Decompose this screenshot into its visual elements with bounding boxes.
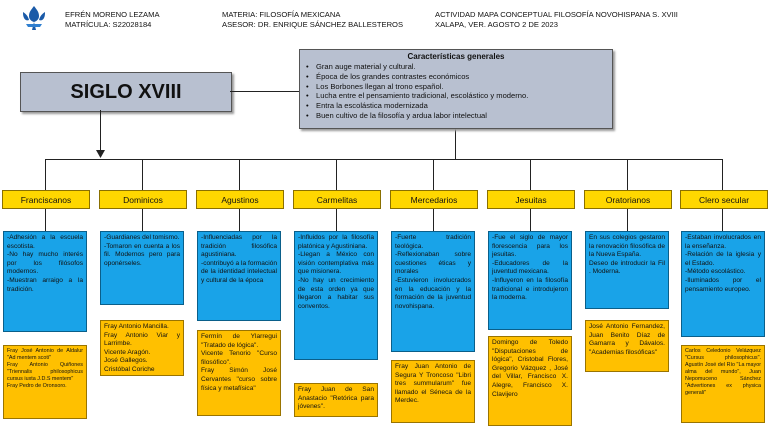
category-connector-line xyxy=(45,159,46,190)
category-to-description-line xyxy=(433,207,434,231)
header-student-name: EFRÉN MORENO LEZAMA xyxy=(65,10,160,19)
category-to-description-line xyxy=(336,207,337,231)
category-to-description-line xyxy=(530,207,531,231)
header-student-id: MATRÍCULA: S22028184 xyxy=(65,20,152,29)
characteristic-item: Entra la escolástica modernizada xyxy=(306,101,528,111)
characteristic-item: Lucha entre el pensamiento tradicional, … xyxy=(306,91,528,101)
title-to-chars-line xyxy=(230,91,299,92)
category-mercedarios: Mercedarios xyxy=(390,190,478,209)
authors-oratorianos: José Antonio Fernandez, Juan Benito Díaz… xyxy=(585,320,669,372)
authors-carmelitas: Fray Juan de San Anastacio "Retórica par… xyxy=(294,383,378,417)
characteristic-item: Los Borbones llegan al trono español. xyxy=(306,82,528,92)
description-agustinos: -Influenciadas por la tradición filosófi… xyxy=(197,231,281,321)
category-connector-line xyxy=(722,159,723,190)
description-jesuitas: -Fue el siglo de mayor florescencia para… xyxy=(488,231,572,330)
description-oratorianos: En sus colegios gestaron la renovación f… xyxy=(585,231,669,309)
header-subject: MATERIA: FILOSOFÍA MEXICANA xyxy=(222,10,341,19)
authors-dominicos: Fray Antonio Mancilla. Fray Antonio Viar… xyxy=(100,320,184,376)
main-title-box: SIGLO XVIII xyxy=(20,72,232,112)
category-to-description-line xyxy=(627,207,628,231)
category-agustinos: Agustinos xyxy=(196,190,284,209)
characteristics-heading: Características generales xyxy=(407,52,505,61)
description-carmelitas: -Influidos por la filosofía platónica y … xyxy=(294,231,378,360)
description-mercedarios: -Fuerte tradición teológica. -Reflexiona… xyxy=(391,231,475,352)
characteristics-list: Gran auge material y cultural. Época de … xyxy=(306,62,528,121)
chars-down-line xyxy=(455,127,456,159)
category-connector-line xyxy=(530,159,531,190)
title-down-line xyxy=(100,110,101,152)
category-jesuitas: Jesuitas xyxy=(487,190,575,209)
category-to-description-line xyxy=(239,207,240,231)
header-place-date: XALAPA, VER. AGOSTO 2 DE 2023 xyxy=(435,20,558,29)
category-to-description-line xyxy=(722,207,723,231)
header-advisor: ASESOR: DR. ENRIQUE SÁNCHEZ BALLESTEROS xyxy=(222,20,404,29)
authors-clero-secular: Carlos Celedonio Velázquez "Cursus philo… xyxy=(681,345,765,423)
authors-jesuitas: Domingo de Toledo "Disputaciones de lógi… xyxy=(488,336,572,426)
category-dominicos: Dominicos xyxy=(99,190,187,209)
characteristic-item: Gran auge material y cultural. xyxy=(306,62,528,72)
characteristic-item: Época de los grandes contrastes económic… xyxy=(306,72,528,82)
horizontal-bus-line xyxy=(45,159,722,160)
description-clero-secular: -Estaban involucrados en la enseñanza. -… xyxy=(681,231,765,337)
category-carmelitas: Carmelitas xyxy=(293,190,381,209)
authors-mercedarios: Fray Juan Antonio de Segura Y Troncoso "… xyxy=(391,360,475,423)
category-clero-secular: Clero secular xyxy=(680,190,768,209)
category-franciscanos: Franciscanos xyxy=(2,190,90,209)
arrow-down-icon xyxy=(96,150,105,158)
category-connector-line xyxy=(336,159,337,190)
category-connector-line xyxy=(142,159,143,190)
category-connector-line xyxy=(239,159,240,190)
characteristics-box: Características generales Gran auge mate… xyxy=(299,49,613,129)
university-logo-icon xyxy=(23,6,45,30)
header-activity: ACTIVIDAD MAPA CONCEPTUAL FILOSOFÍA NOVO… xyxy=(435,10,678,19)
category-connector-line xyxy=(627,159,628,190)
authors-franciscanos: Fray José Antonio de Aldalur "Ad mentem … xyxy=(3,345,87,419)
category-oratorianos: Oratorianos xyxy=(584,190,672,209)
description-dominicos: -Guardianes del tomismo. -Tomaron en cue… xyxy=(100,231,184,305)
category-to-description-line xyxy=(142,207,143,231)
description-franciscanos: -Adhesión a la escuela escotista. -No ha… xyxy=(3,231,87,332)
authors-agustinos: Fermín de Ylarregui "Tratado de lógica".… xyxy=(197,330,281,416)
characteristic-item: Buen cultivo de la filosofía y ardua lab… xyxy=(306,111,528,121)
category-to-description-line xyxy=(45,207,46,231)
category-connector-line xyxy=(433,159,434,190)
main-title: SIGLO XVIII xyxy=(70,80,182,103)
